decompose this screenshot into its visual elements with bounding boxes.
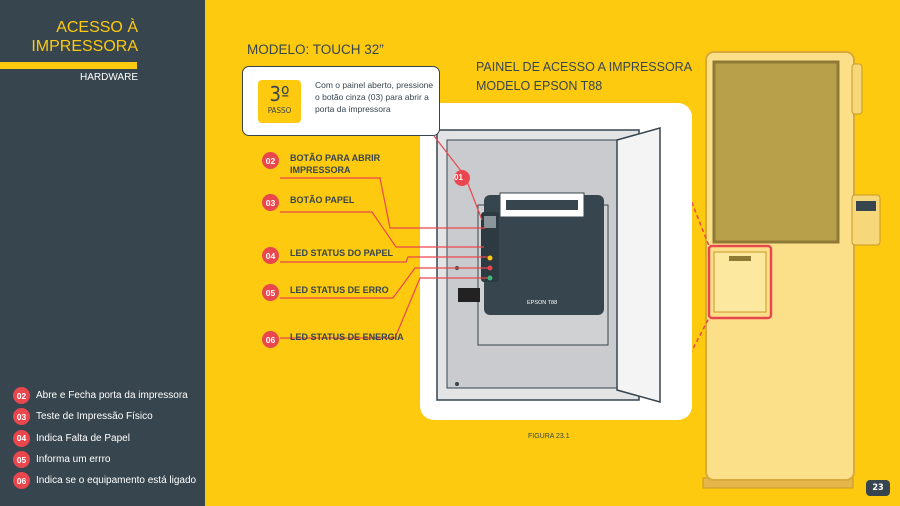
callout-num: 03 (262, 194, 279, 211)
legend-item: 04 Indica Falta de Papel (13, 428, 196, 449)
legend-text: Indica se o equipamento está ligado (36, 475, 197, 487)
callout-num: 04 (262, 247, 279, 264)
callout-num: 02 (262, 152, 279, 169)
legend-num: 06 (13, 472, 30, 490)
legend-text: Informa um errro (36, 454, 111, 466)
callout-text: BOTÃO PAPEL (290, 195, 355, 205)
legend-item: 03 Teste de Impressão Físico (13, 406, 196, 427)
model-title: MODELO: TOUCH 32” (247, 42, 384, 57)
callout-01-marker (454, 170, 470, 186)
legend-item: 05 Informa um errro (13, 449, 196, 470)
legend-text: Indica Falta de Papel (36, 432, 130, 444)
callout-03: 03 BOTÃO PAPEL (262, 194, 354, 211)
legend-item: 06 Indica se o equipamento está ligado (13, 470, 196, 491)
legend: 02 Abre e Fecha porta da impressora 03 Tes… (13, 385, 196, 491)
printer-brand: EPSON T88 (527, 300, 558, 306)
legend-text: Teste de Impressão Físico (36, 411, 153, 423)
step-label: PASSO (267, 106, 292, 115)
callout-text: LED STATUS DO PAPEL (290, 248, 394, 258)
section-subtitle: HARDWARE (80, 72, 138, 83)
kiosk-illustration (702, 51, 881, 489)
callout-text: BOTÃO PARA ABRIR IMPRESSORA (290, 153, 381, 175)
callout-04: 04 LED STATUS DO PAPEL (262, 247, 393, 264)
step-text: Com o painel aberto, pressione o botão c… (315, 80, 434, 114)
legend-num: 04 (13, 429, 30, 447)
callout-06: 06 LED STATUS DE ENERGIA (262, 331, 404, 348)
legend-text: Abre e Fecha porta da impressora (36, 390, 188, 402)
legend-num: 02 (13, 387, 30, 405)
legend-num: 05 (13, 451, 30, 469)
title-underline (0, 62, 137, 69)
legend-item: 02 Abre e Fecha porta da impressora (13, 385, 196, 406)
step-number: 3º (269, 82, 290, 106)
figure-caption: FIGURA 23.1 (528, 433, 570, 440)
legend-num: 03 (13, 408, 30, 426)
callout-text: LED STATUS DE ENERGIA (290, 332, 404, 342)
callout-01: 01 (454, 173, 463, 182)
callout-num: 05 (262, 284, 279, 301)
callout-text: LED STATUS DE ERRO (290, 285, 389, 295)
callout-05: 05 LED STATUS DE ERRO (262, 284, 389, 301)
callout-02: 02 BOTÃO PARA ABRIR IMPRESSORA (262, 152, 385, 176)
page-number: 23 (866, 480, 890, 496)
callout-num: 06 (262, 331, 279, 348)
